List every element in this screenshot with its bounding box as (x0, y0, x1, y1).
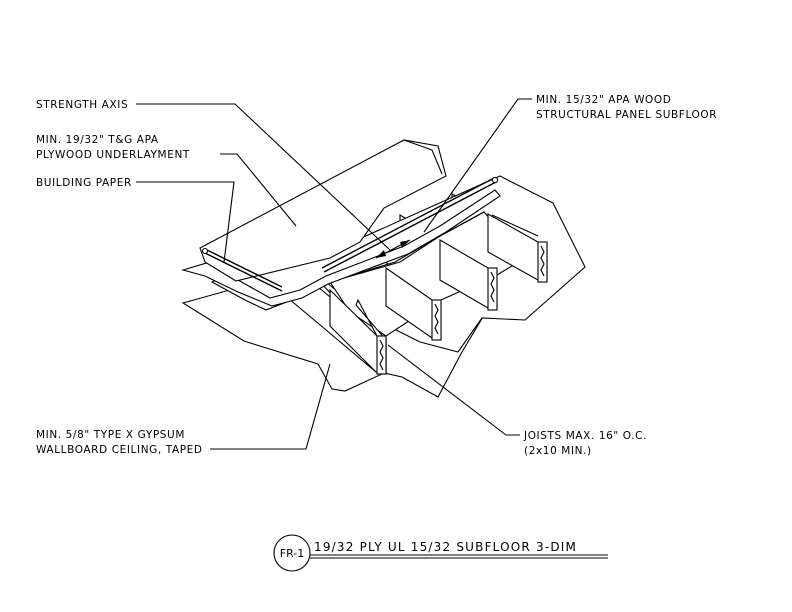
label-gypsum-line2: WALLBOARD CEILING, TAPED (36, 444, 203, 456)
label-subfloor-line2: STRUCTURAL PANEL SUBFLOOR (536, 109, 717, 121)
label-joists-line1: JOISTS MAX. 16" O.C. (523, 430, 647, 442)
strength-axis-arrow (375, 239, 411, 259)
title-block: FR-1 19/32 PLY UL 15/32 SUBFLOOR 3-DIM (273, 534, 608, 572)
leader-building-paper (136, 181, 235, 263)
joist-4-top-edge (491, 214, 539, 237)
leader-lines (136, 98, 532, 450)
leader-subfloor (423, 98, 532, 233)
underlayment-tongue-edge (204, 252, 283, 292)
leader-underlayment (220, 153, 297, 227)
detail-tag: FR-1 (280, 547, 305, 560)
detail-tag-circle (273, 534, 311, 572)
leader-strength-axis (136, 103, 391, 251)
detail-title: 19/32 PLY UL 15/32 SUBFLOOR 3-DIM (314, 540, 577, 554)
leader-gypsum (210, 363, 331, 450)
label-building-paper: BUILDING PAPER (36, 177, 132, 189)
label-gypsum-line1: MIN. 5/8" TYPE X GYPSUM (36, 429, 185, 441)
leader-joists (387, 344, 520, 436)
underlayment-groove-edge (321, 177, 495, 269)
label-strength-axis: STRENGTH AXIS (36, 99, 128, 111)
label-subfloor-line1: MIN. 15/32" APA WOOD (536, 94, 671, 106)
label-underlayment-line2: PLYWOOD UNDERLAYMENT (36, 149, 190, 161)
label-underlayment-line1: MIN. 19/32" T&G APA (36, 134, 159, 146)
underlayment-sheet (199, 139, 447, 282)
building-paper-sheet (180, 189, 501, 307)
underlayment-edge (403, 139, 443, 175)
label-joists-line2: (2x10 MIN.) (524, 445, 592, 457)
